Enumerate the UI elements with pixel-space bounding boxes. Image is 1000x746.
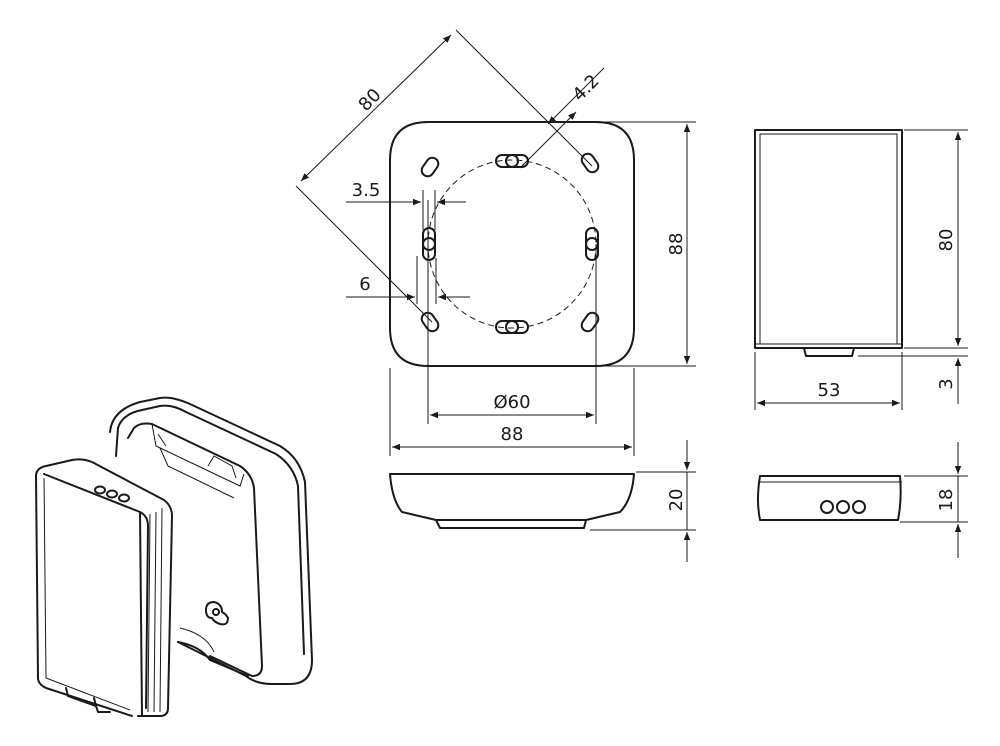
- dim-diagonal: 80: [355, 85, 386, 116]
- dim-base-thickness: 20: [666, 489, 687, 512]
- indicator-dot-1: [820, 500, 834, 514]
- indicator-dot-2: [836, 500, 850, 514]
- dim-hole-circle: Ø60: [493, 392, 530, 413]
- cover-side-view: 18: [757, 442, 968, 558]
- isometric-view: [35, 396, 313, 717]
- dim-front-height: 80: [936, 229, 957, 252]
- dim-front-width: 53: [818, 380, 841, 401]
- indicator-dot-3: [852, 500, 866, 514]
- dim-slot-hole: 4.2: [569, 71, 604, 106]
- front-cover: [35, 458, 173, 717]
- dim-top-width: 88: [501, 424, 524, 445]
- dim-slot-width: 3.5: [352, 180, 381, 201]
- top-view: 88 Ø60 88 80 4.2 3.5 6: [295, 29, 696, 456]
- base-side-view: 20: [389, 440, 696, 562]
- dim-top-height: 88: [666, 233, 687, 256]
- dim-front-lip: 3: [936, 378, 957, 389]
- base-housing: [109, 396, 313, 685]
- dim-cover-thickness: 18: [936, 489, 957, 512]
- hole-circle: [427, 159, 597, 329]
- front-view: 53 80 3: [754, 129, 968, 410]
- dim-slot-offset: 6: [359, 274, 370, 295]
- mounting-slots: [420, 152, 600, 334]
